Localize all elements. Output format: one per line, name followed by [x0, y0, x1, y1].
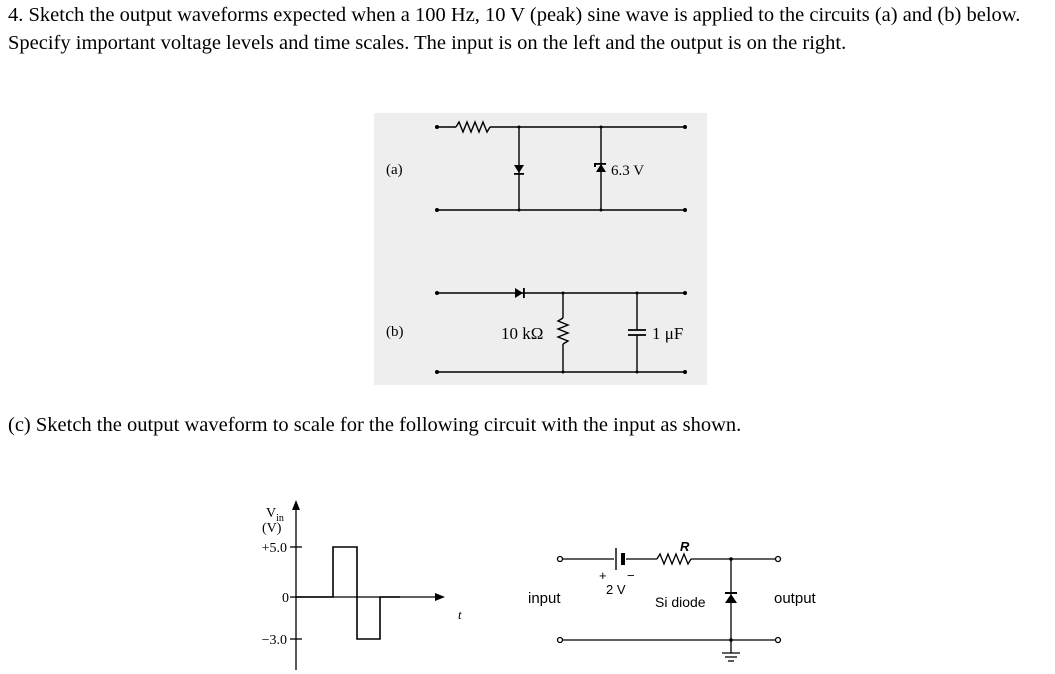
input-waveform-plot: Vin (V) +5.0 0 −3.0 t: [262, 500, 462, 670]
y-axis-label: V: [266, 506, 276, 521]
resistor-a: [455, 120, 491, 134]
zener-diode: [596, 164, 606, 172]
battery-plus: +: [599, 568, 607, 583]
zener-label: 6.3 V: [611, 163, 644, 179]
output-label: output: [774, 590, 817, 607]
input-label: input: [528, 590, 561, 607]
y-axis-unit: (V): [262, 521, 282, 536]
resistor-c: [656, 552, 692, 566]
diode-label: Si diode: [655, 594, 706, 610]
circuit-figure-ab: (a) 6.3 V (b) 10 kΩ 1 μF: [374, 113, 707, 385]
resistor-c-label: R: [680, 539, 690, 554]
y-axis-arrow: [292, 500, 300, 510]
capacitor-label: 1 μF: [652, 324, 683, 343]
question-c-text: (c) Sketch the output waveform to scale …: [8, 414, 742, 436]
tick-label-zero: 0: [282, 591, 289, 606]
x-axis-arrow: [435, 593, 445, 601]
circuit-c-diagram: input + − 2 V R Si diode output: [528, 539, 817, 662]
battery-minus: −: [627, 568, 635, 583]
x-axis-label: t: [458, 607, 462, 622]
svg-text:Vin: Vin: [266, 506, 284, 524]
tick-label-pos: +5.0: [262, 541, 287, 556]
si-diode: [725, 594, 737, 603]
question-4-text: 4. Sketch the output waveforms expected …: [8, 4, 1021, 54]
diode-a: [514, 165, 524, 173]
resistor-label: 10 kΩ: [501, 324, 543, 343]
label-b: (b): [386, 324, 404, 340]
battery-label: 2 V: [606, 582, 626, 597]
diode-b: [515, 288, 523, 298]
tick-label-neg: −3.0: [262, 633, 287, 648]
input-square-pulse: [296, 546, 400, 640]
circuit-ab-diagram: (a) 6.3 V (b) 10 kΩ 1 μF: [386, 120, 687, 374]
y-axis-subscript: in: [276, 513, 284, 524]
label-a: (a): [386, 162, 403, 178]
resistor-b: [556, 317, 570, 345]
